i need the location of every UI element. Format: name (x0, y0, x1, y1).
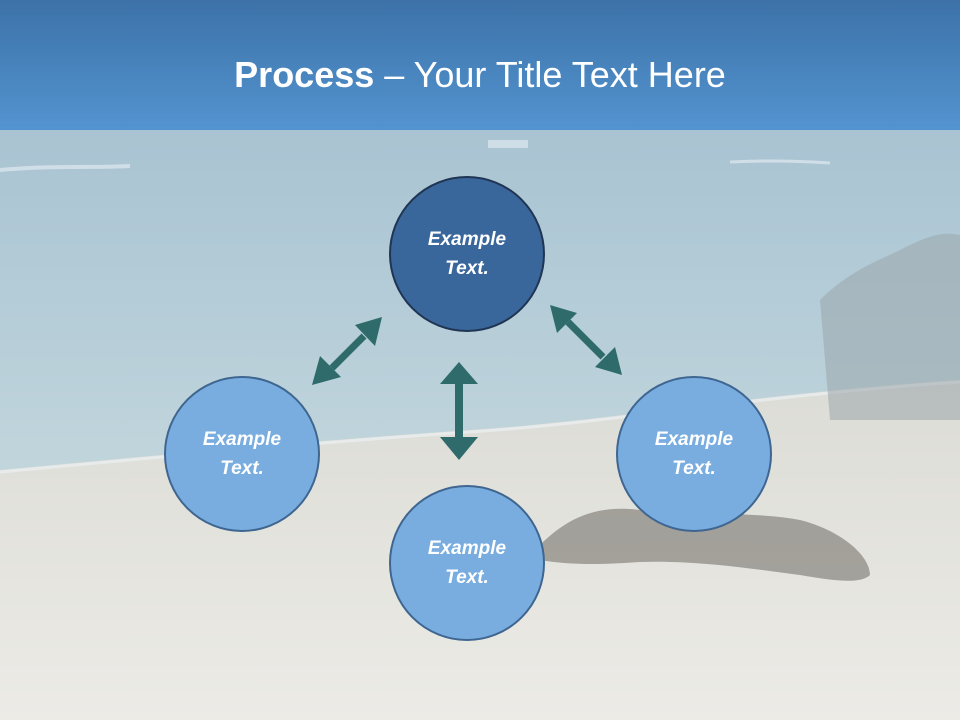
process-node-left: Example Text. (164, 376, 320, 532)
node-label: Example Text. (654, 429, 734, 479)
title-bold-part: Process (234, 54, 375, 95)
title-rest-part: – Your Title Text Here (374, 54, 726, 95)
arrow-center-vertical (440, 362, 478, 460)
arrow-top-left (312, 317, 382, 385)
process-node-top: Example Text. (389, 176, 545, 332)
node-label: Example Text. (202, 429, 282, 479)
arrow-top-right (550, 305, 622, 375)
node-label: Example Text. (427, 229, 507, 279)
slide-title: Process – Your Title Text Here (0, 50, 960, 100)
process-node-bottom: Example Text. (389, 485, 545, 641)
node-label: Example Text. (427, 538, 507, 588)
process-node-right: Example Text. (616, 376, 772, 532)
